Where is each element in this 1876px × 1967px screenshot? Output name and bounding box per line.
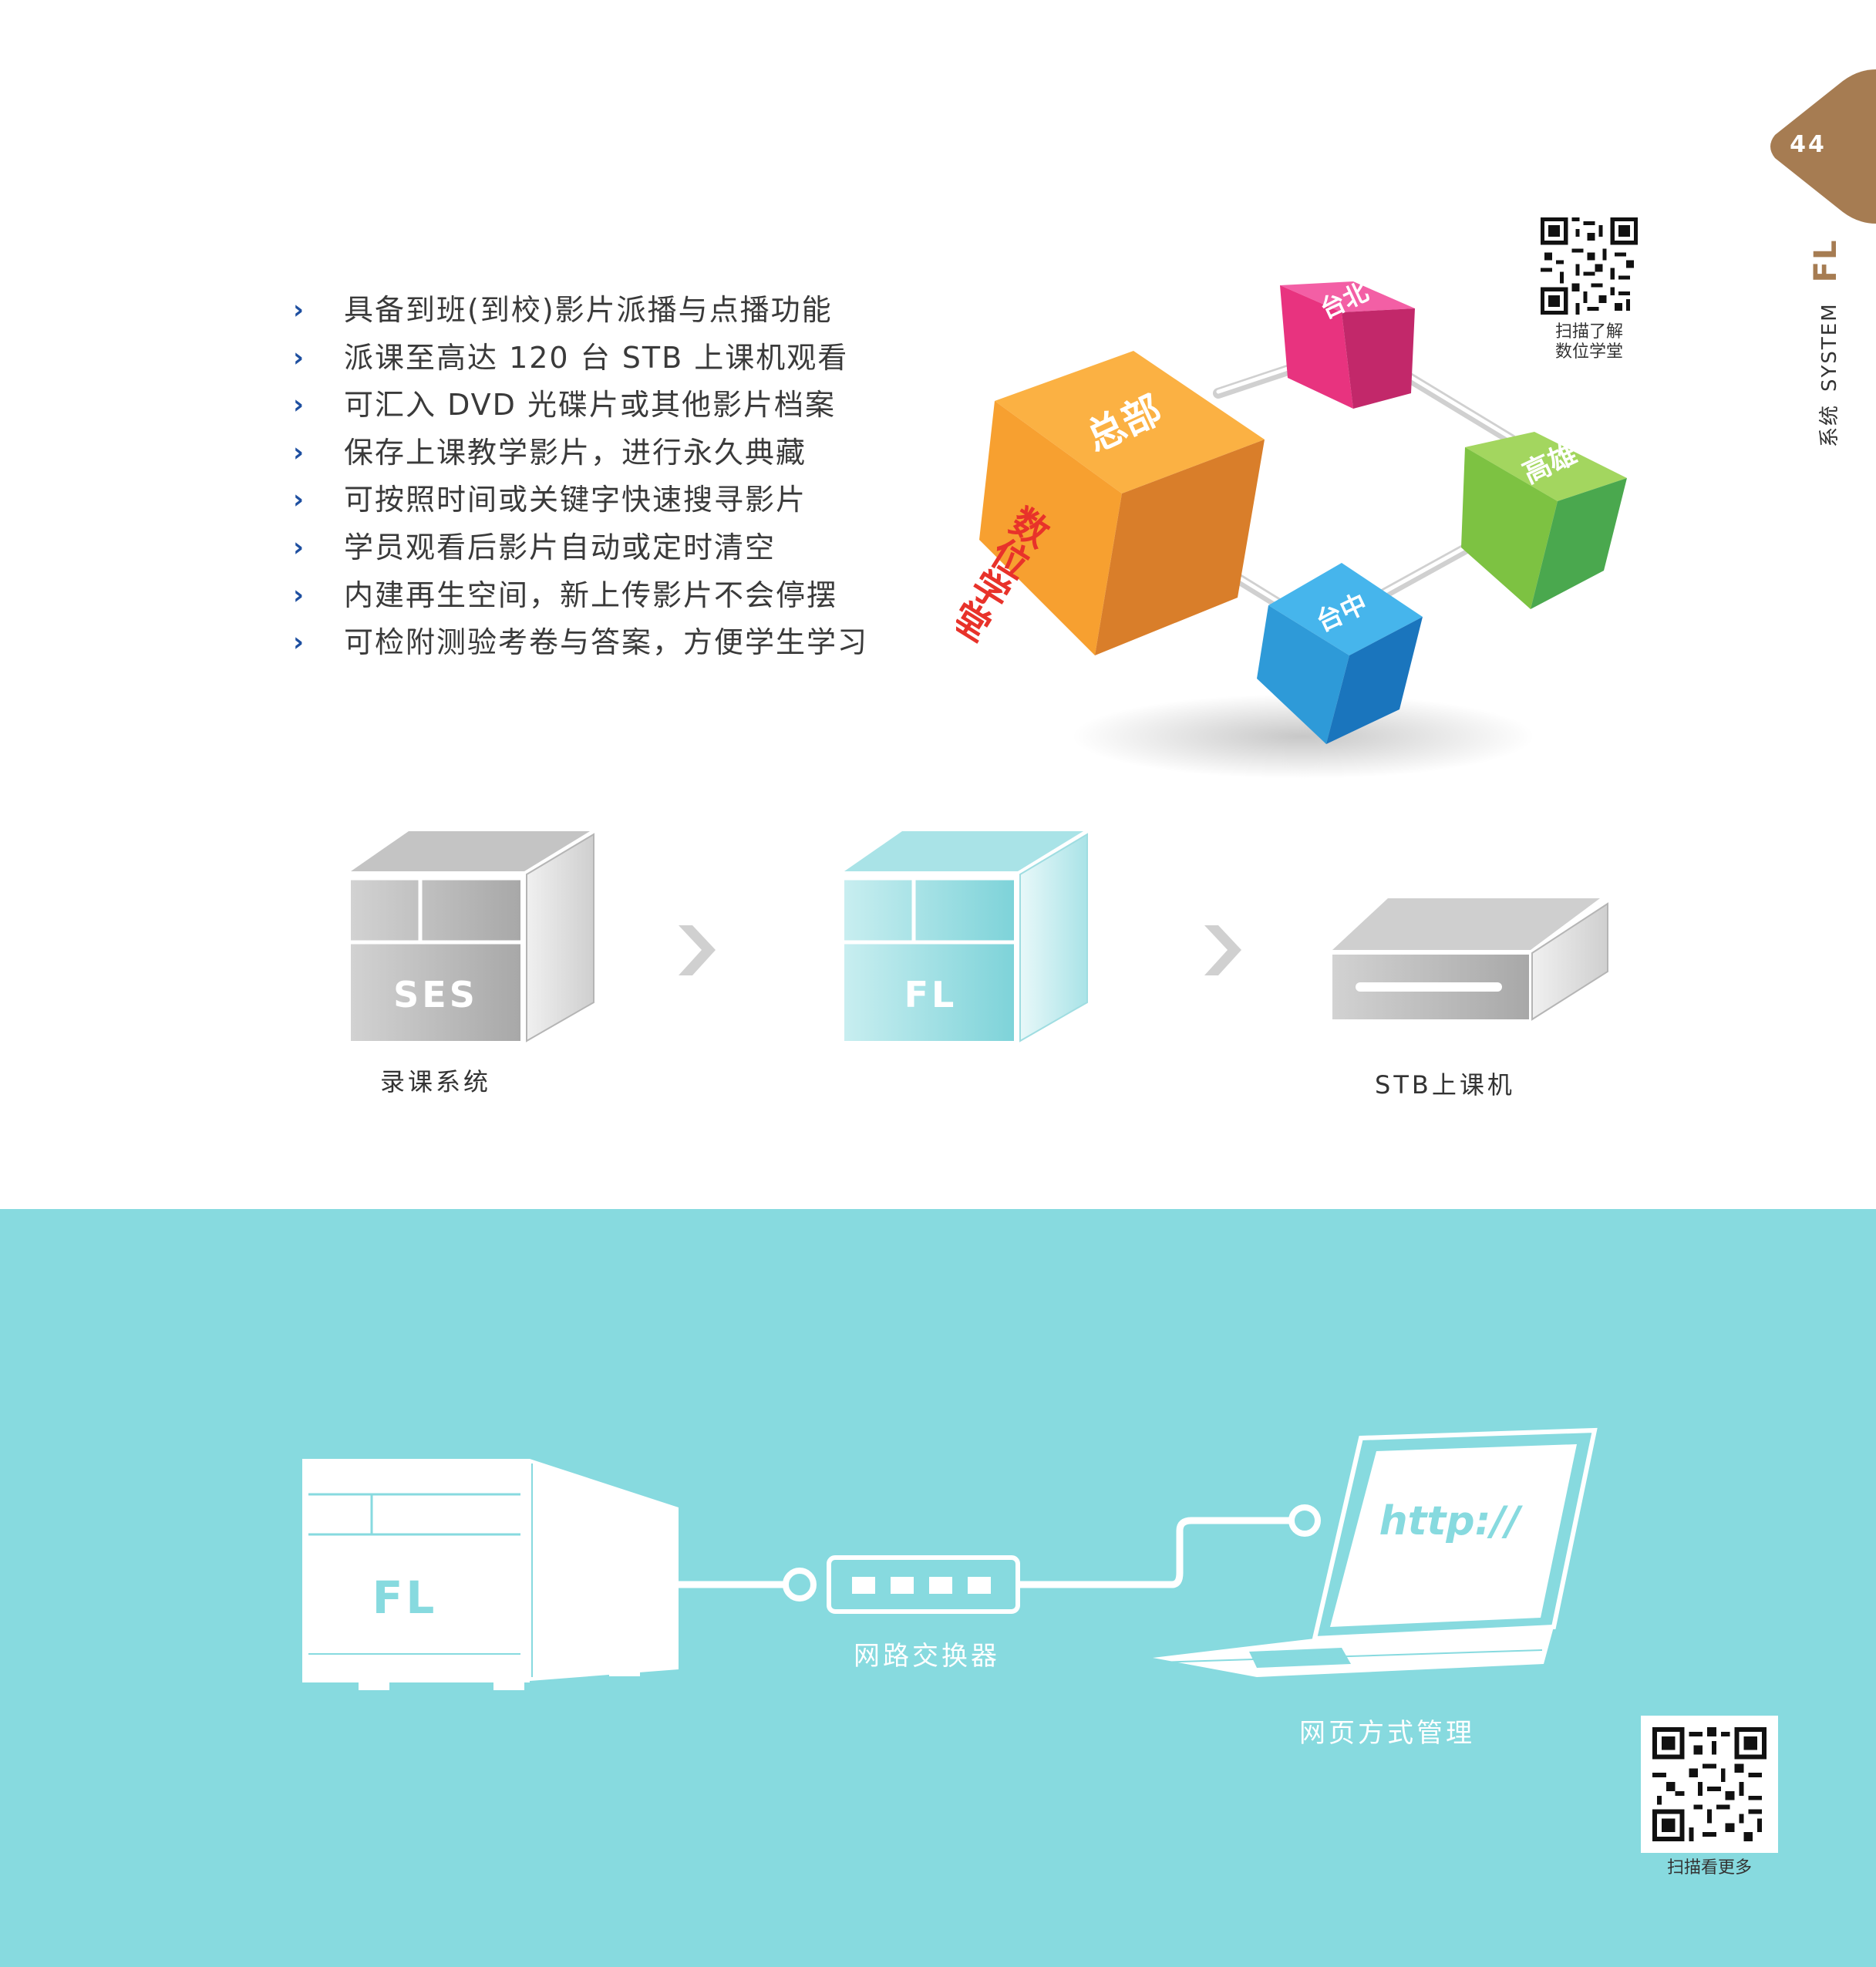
fl-box-label: FL <box>904 974 958 1015</box>
taichung-cube <box>1257 563 1423 744</box>
laptop-icon <box>1153 1427 1598 1677</box>
ses-caption: 录课系统 <box>380 1067 492 1096</box>
fl-server-icon <box>302 1459 679 1690</box>
chevron-right-icon <box>679 925 716 975</box>
ses-box-label: SES <box>393 974 478 1015</box>
list-item: › 可汇入 DVD 光碟片或其他影片档案 <box>293 382 868 429</box>
chevron-right-icon: › <box>293 436 306 468</box>
switch-caption: 网路交换器 <box>854 1641 1000 1672</box>
feature-text: 具备到班(到校)影片派播与点播功能 <box>344 293 833 327</box>
cube-shadow <box>1072 694 1534 779</box>
qr-code-icon[interactable] <box>1541 217 1638 315</box>
side-label-product: FL <box>1808 238 1844 283</box>
chevron-right-icon: › <box>293 579 306 611</box>
page-number: 44 <box>1790 131 1827 158</box>
stb-caption: STB上课机 <box>1375 1070 1515 1100</box>
list-item: › 可检附测验考卷与答案，方便学生学习 <box>293 619 868 667</box>
web-caption: 网页方式管理 <box>1299 1718 1475 1749</box>
feature-text: 学员观看后影片自动或定时清空 <box>344 530 776 564</box>
qr-code-icon[interactable] <box>1652 1727 1767 1841</box>
qr-caption-line2: 数位学堂 <box>1554 342 1623 362</box>
chevron-right-icon <box>1204 925 1241 975</box>
list-item: › 学员观看后影片自动或定时清空 <box>293 524 868 572</box>
network-switch-icon <box>827 1555 1020 1614</box>
feature-text: 保存上课教学影片，进行永久典藏 <box>344 435 807 470</box>
feature-text: 可按照时间或关键字快速搜寻影片 <box>344 483 807 517</box>
feature-list: › 具备到班(到校)影片派播与点播功能 › 派课至高达 120 台 STB 上课机观… <box>293 287 868 667</box>
page-tab-icon <box>1770 69 1876 224</box>
connector-node-icon <box>783 1568 817 1602</box>
list-item: › 可按照时间或关键字快速搜寻影片 <box>293 477 868 524</box>
side-label: 系统 SYSTEM FL <box>1808 239 1844 447</box>
chevron-right-icon: › <box>293 531 306 563</box>
hq-cube <box>979 351 1265 655</box>
feature-text: 可汇入 DVD 光碟片或其他影片档案 <box>344 388 837 423</box>
stb-device-box <box>1332 898 1608 1021</box>
chevron-right-icon: › <box>293 627 306 658</box>
qr-bottom-caption: 扫描看更多 <box>1666 1858 1752 1878</box>
feature-text: 内建再生空间，新上传影片不会停摆 <box>344 578 838 612</box>
fl-server-box <box>844 831 1088 1042</box>
list-item: › 派课至高达 120 台 STB 上课机观看 <box>293 335 868 382</box>
taipei-cube <box>1280 281 1415 409</box>
chevron-right-icon: › <box>293 342 306 373</box>
feature-text: 派课至高达 120 台 STB 上课机观看 <box>344 340 849 375</box>
fl-server-label: FL <box>372 1571 438 1624</box>
kaohsiung-cube <box>1461 432 1627 609</box>
connector-node-icon <box>1288 1504 1321 1537</box>
list-item: › 保存上课教学影片，进行永久典藏 <box>293 429 868 477</box>
flow-diagram: SES FL <box>351 831 1608 1042</box>
setup-diagram: FL http:// <box>302 1427 1598 1690</box>
feature-text: 可检附测验考卷与答案，方便学生学习 <box>344 625 869 660</box>
chevron-right-icon: › <box>293 295 306 325</box>
qr-code-frame <box>1641 1716 1778 1853</box>
qr-caption-line1: 扫描了解 <box>1554 322 1623 342</box>
side-label-system: SYSTEM <box>1818 302 1841 392</box>
side-label-section: 系统 <box>1818 403 1841 447</box>
chevron-right-icon: › <box>293 389 306 421</box>
browser-url-text: http:// <box>1379 1498 1524 1544</box>
list-item: › 内建再生空间，新上传影片不会停摆 <box>293 572 868 620</box>
chevron-right-icon: › <box>293 484 306 516</box>
list-item: › 具备到班(到校)影片派播与点播功能 <box>293 287 868 335</box>
qr-caption: 扫描了解 数位学堂 <box>1527 322 1651 362</box>
network-diagram: 总部 数位学堂 台北 高雄 台中 <box>956 277 1627 779</box>
ses-server-box <box>351 831 594 1042</box>
